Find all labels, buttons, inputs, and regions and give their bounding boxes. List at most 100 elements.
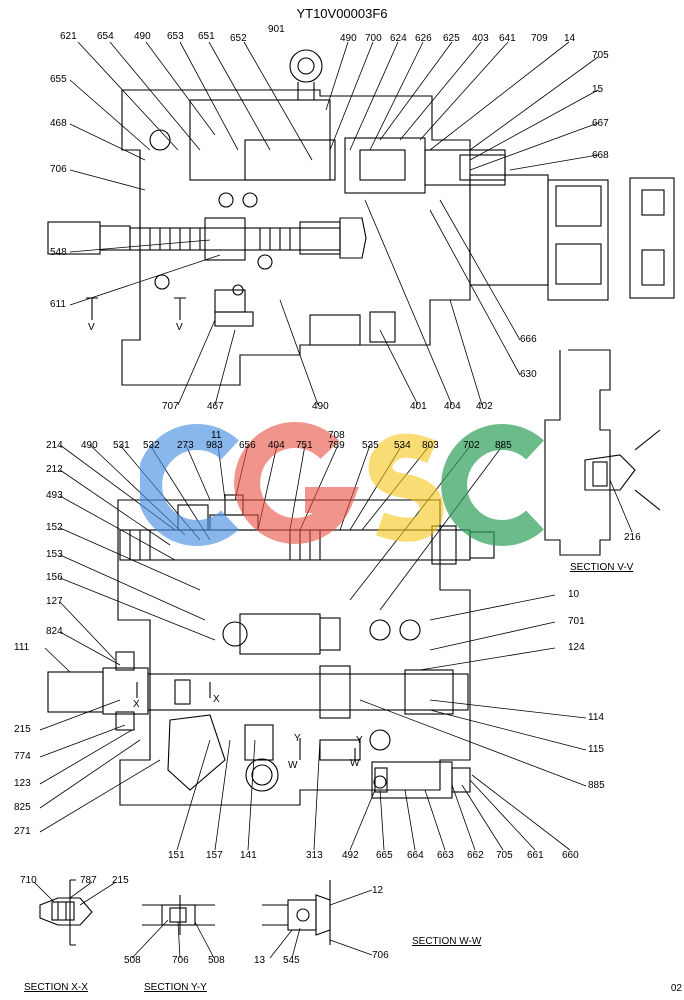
view-marker: X xyxy=(213,694,220,705)
part-label: 216 xyxy=(624,532,641,543)
part-label: 403 xyxy=(472,33,489,44)
section-w-w-caption: SECTION W-W xyxy=(412,936,482,947)
part-label: 214 xyxy=(46,440,63,451)
part-label: 532 xyxy=(143,440,160,451)
part-label: 11 xyxy=(211,430,222,441)
part-label: 492 xyxy=(342,850,359,861)
part-label: 404 xyxy=(268,440,285,451)
section-y-y-drawing xyxy=(142,895,215,935)
part-label: 705 xyxy=(496,850,513,861)
part-label: 700 xyxy=(365,33,382,44)
part-label: 404 xyxy=(444,401,461,412)
part-label: 313 xyxy=(306,850,323,861)
part-label: 774 xyxy=(14,751,31,762)
part-label: 621 xyxy=(60,31,77,42)
part-label: 215 xyxy=(112,875,129,886)
part-label: 701 xyxy=(568,616,585,627)
view-marker: X xyxy=(133,699,140,710)
part-label: 667 xyxy=(592,118,609,129)
part-label: 751 xyxy=(296,440,313,451)
part-label: 402 xyxy=(476,401,493,412)
watermark-logo xyxy=(140,422,544,546)
section-v-v-drawing xyxy=(544,349,661,556)
part-label: 706 xyxy=(50,164,67,175)
part-label: 531 xyxy=(113,440,130,451)
part-label: 668 xyxy=(592,150,609,161)
part-label: 271 xyxy=(14,826,31,837)
view-marker: V xyxy=(88,322,95,333)
part-label: 153 xyxy=(46,549,63,560)
view-marker: W xyxy=(350,758,360,769)
part-label: 787 xyxy=(80,875,97,886)
part-label: 825 xyxy=(14,802,31,813)
part-label: 625 xyxy=(443,33,460,44)
part-label: 127 xyxy=(46,596,63,607)
part-label: 215 xyxy=(14,724,31,735)
page-code: 02 xyxy=(670,983,682,994)
part-label: 548 xyxy=(50,247,67,258)
part-label: 14 xyxy=(564,33,576,44)
part-label: 824 xyxy=(46,626,63,637)
part-label: 666 xyxy=(520,334,537,345)
part-label: 709 xyxy=(531,33,548,44)
part-label: 534 xyxy=(394,440,411,451)
part-label: 885 xyxy=(495,440,512,451)
part-label: 508 xyxy=(208,955,225,966)
part-label: 651 xyxy=(198,31,215,42)
part-label: 665 xyxy=(376,850,393,861)
part-label: 13 xyxy=(254,955,266,966)
top-pump-assembly xyxy=(47,49,675,386)
section-y-y-caption: SECTION Y-Y xyxy=(144,982,207,993)
part-label: 706 xyxy=(172,955,189,966)
view-marker: W xyxy=(288,760,298,771)
part-label: 10 xyxy=(568,589,580,600)
part-label: 490 xyxy=(340,33,357,44)
drawing-title: YT10V00003F6 xyxy=(296,6,388,21)
part-label: 141 xyxy=(240,850,257,861)
part-label: 656 xyxy=(239,440,256,451)
part-label: 654 xyxy=(97,31,114,42)
part-label: 626 xyxy=(415,33,432,44)
part-label: 710 xyxy=(20,875,37,886)
part-label: 660 xyxy=(562,850,579,861)
part-label: 707 xyxy=(162,401,179,412)
part-label: 111 xyxy=(14,642,30,653)
part-label: 156 xyxy=(46,572,63,583)
part-label: 702 xyxy=(463,440,480,451)
section-v-v-caption: SECTION V-V xyxy=(570,562,634,573)
part-label: 655 xyxy=(50,74,67,85)
view-marker: Y xyxy=(294,733,301,744)
section-x-x-drawing xyxy=(39,879,93,946)
watermark-letter-c1 xyxy=(140,424,239,546)
part-label: 490 xyxy=(81,440,98,451)
part-label: 152 xyxy=(46,522,63,533)
part-label: 15 xyxy=(592,84,604,95)
part-label: 273 xyxy=(177,440,194,451)
part-label: 653 xyxy=(167,31,184,42)
part-label: 708 xyxy=(328,430,345,441)
part-label: 885 xyxy=(588,780,605,791)
part-label: 490 xyxy=(134,31,151,42)
part-label: 123 xyxy=(14,778,31,789)
part-label: 789 xyxy=(328,440,345,451)
part-label: 641 xyxy=(499,33,516,44)
part-label: 663 xyxy=(437,850,454,861)
part-label: 611 xyxy=(50,299,66,310)
watermark-letter-s xyxy=(368,433,444,542)
part-label: 664 xyxy=(407,850,424,861)
section-w-w-drawing xyxy=(262,880,331,945)
part-label: 468 xyxy=(50,118,67,129)
part-label: 493 xyxy=(46,490,63,501)
part-label: 662 xyxy=(467,850,484,861)
part-label: 661 xyxy=(527,850,544,861)
part-label: 12 xyxy=(372,885,384,896)
part-label: 115 xyxy=(588,744,604,755)
middle-pump-assembly xyxy=(47,494,495,806)
part-label: 124 xyxy=(568,642,585,653)
part-label: 467 xyxy=(207,401,224,412)
part-label: 624 xyxy=(390,33,407,44)
part-label: 401 xyxy=(410,401,427,412)
part-label: 803 xyxy=(422,440,439,451)
part-label: 706 xyxy=(372,950,389,961)
